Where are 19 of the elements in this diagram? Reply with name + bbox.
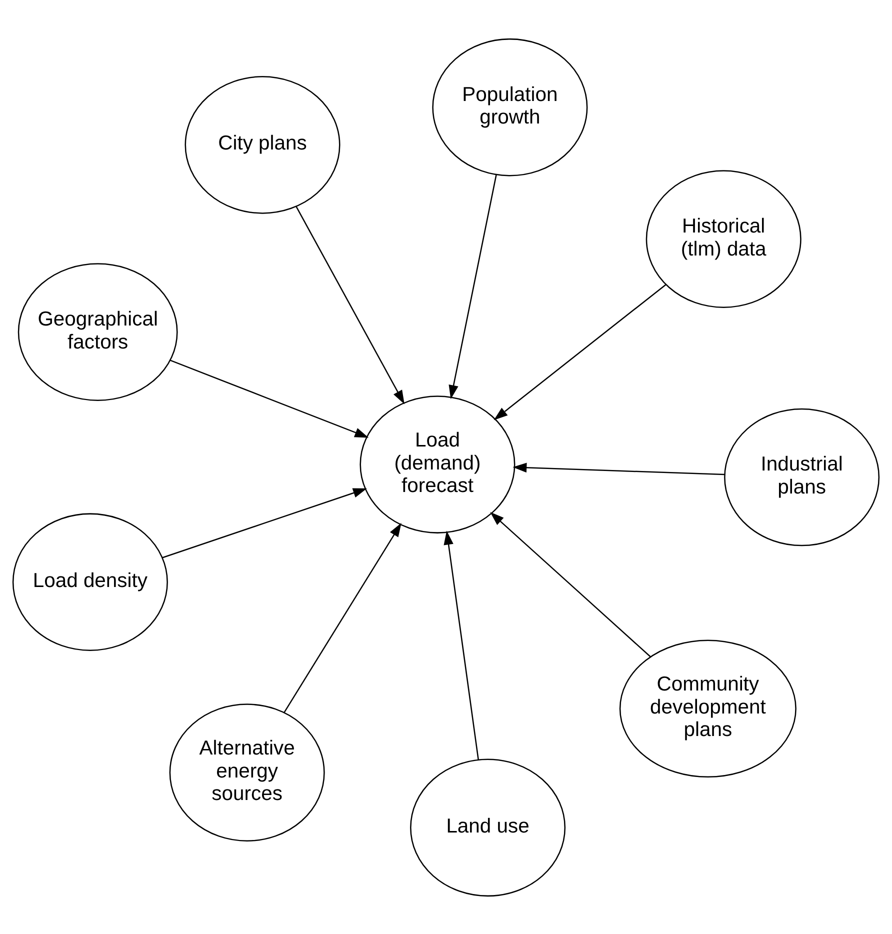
- node-ellipse: Land use: [410, 758, 566, 896]
- arrow: [162, 488, 367, 558]
- arrow: [494, 284, 666, 420]
- arrow: [490, 512, 651, 657]
- node-ellipse: Load (demand) forecast: [360, 395, 516, 533]
- arrow: [444, 530, 480, 760]
- node-ellipse: Population growth: [432, 38, 588, 176]
- arrow: [512, 462, 725, 475]
- node-ellipse: Load density: [12, 512, 168, 650]
- node-ellipse: Historical (tlm) data: [646, 170, 802, 308]
- node-ellipse: City plans: [184, 76, 340, 214]
- arrow: [284, 522, 402, 712]
- node-ellipse: Community development plans: [619, 639, 796, 778]
- arrow: [296, 206, 404, 404]
- node-ellipse: Industrial plans: [724, 408, 880, 546]
- arrow: [170, 359, 369, 438]
- node-ellipse: Geographical factors: [18, 262, 178, 400]
- arrow: [448, 174, 497, 399]
- node-ellipse: Alternative energy sources: [169, 703, 325, 841]
